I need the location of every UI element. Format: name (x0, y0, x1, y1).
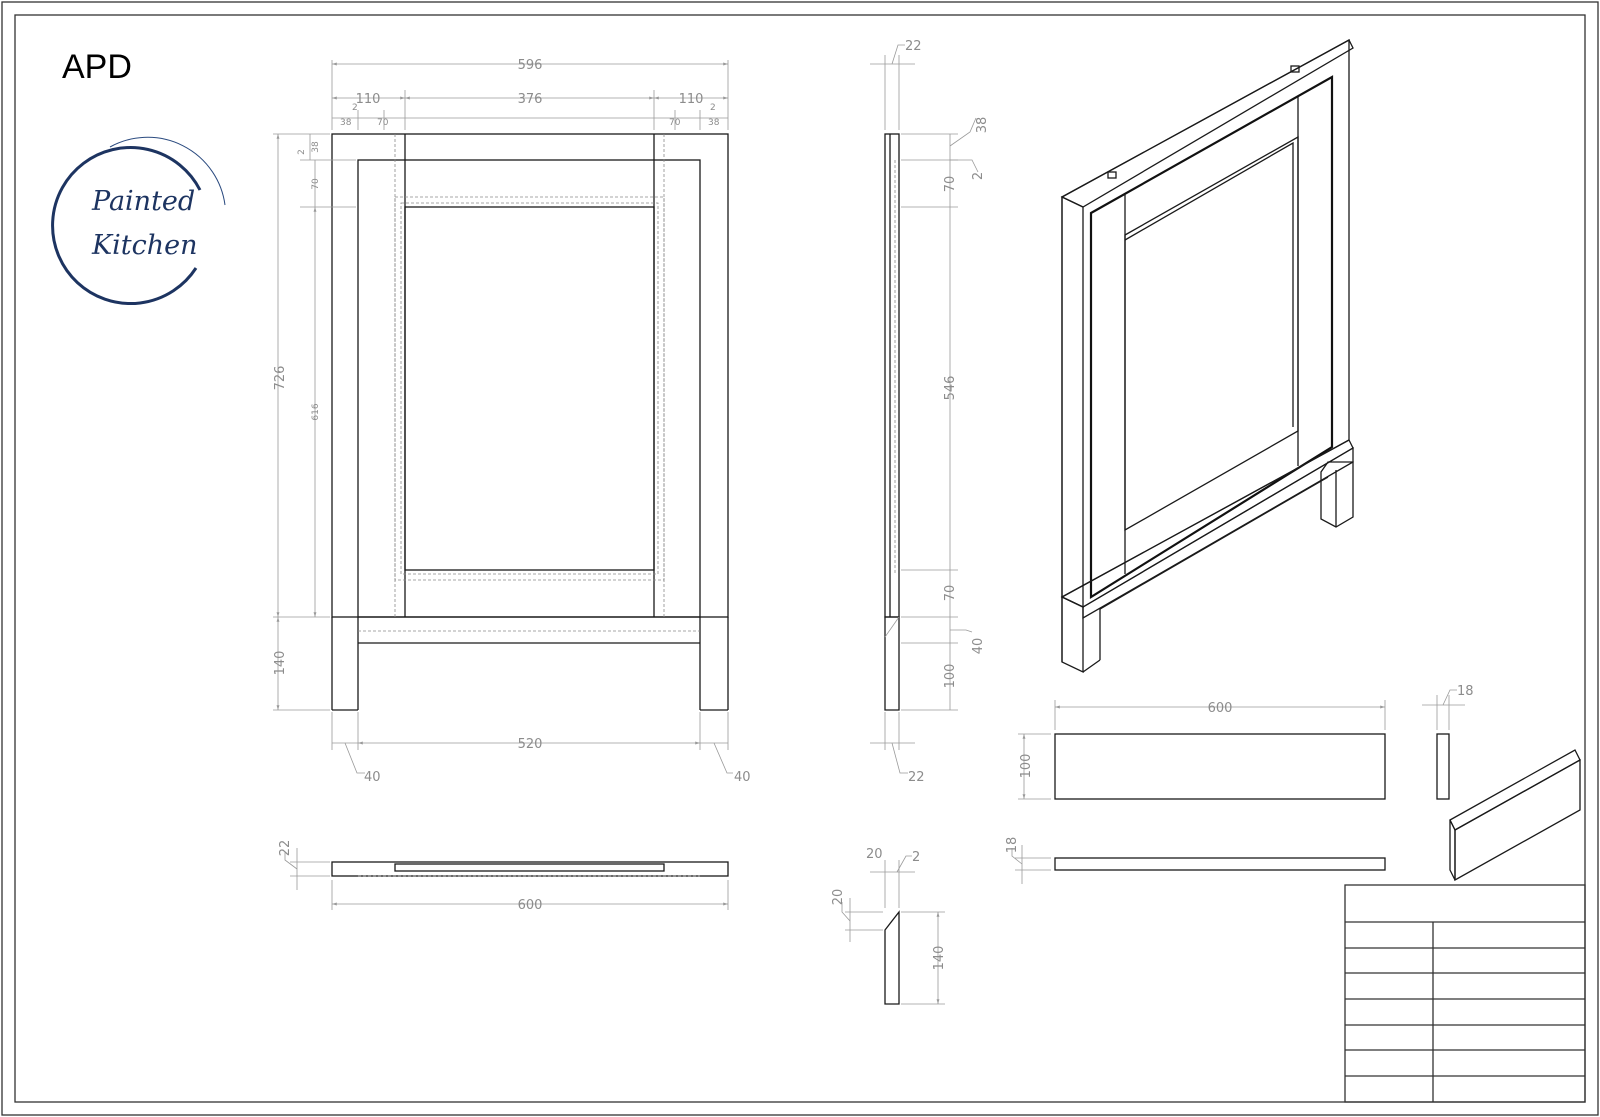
dim-front-stile-left: 110 (356, 92, 381, 107)
dim-board-length: 600 (1208, 701, 1233, 716)
drawing-title: APD (62, 48, 132, 86)
side-plinth-profile (884, 616, 900, 711)
dim-front-top-2: 2 (297, 149, 307, 155)
dim-front-small-2-left: 2 (352, 103, 358, 113)
dim-leg-w20: 20 (866, 847, 883, 862)
dim-board-thickness-plan: 18 (1005, 837, 1020, 854)
dim-side-bottom-40: 40 (971, 638, 986, 655)
dim-front-small-2-right: 2 (710, 103, 716, 113)
dim-plan-width: 600 (518, 898, 543, 913)
dim-front-small-38-right: 38 (708, 118, 720, 128)
plan-view: 22 600 (278, 840, 729, 913)
dim-side-top-70: 70 (943, 176, 958, 193)
dim-front-leg-right: 40 (734, 770, 751, 785)
sheet-inner-border (14, 14, 1586, 1103)
isometric-view (1060, 38, 1354, 674)
painted-kitchen-logo: Painted Kitchen (51, 136, 226, 305)
dim-leg-h20: 20 (831, 889, 846, 906)
dim-front-top-38: 38 (311, 141, 321, 153)
plinth-board-end (1436, 733, 1450, 800)
dim-front-inner-height: 616 (311, 403, 321, 420)
dim-side-bottom-100: 100 (943, 664, 958, 689)
leg-detail: 20 2 20 140 (831, 847, 947, 1005)
dim-side-thickness-bottom: 22 (908, 770, 925, 785)
side-door-profile (884, 133, 900, 618)
dim-board-height: 100 (1019, 754, 1034, 779)
dim-side-panel-546: 546 (943, 376, 958, 401)
dim-front-plinth-height: 140 (273, 651, 288, 676)
plinth-board-front (1054, 733, 1386, 800)
side-view: 22 38 70 2 546 70 40 100 22 (870, 39, 990, 785)
dim-side-thickness-top: 22 (905, 39, 922, 54)
logo-text-painted: Painted (91, 186, 195, 217)
logo-swoosh-arc (51, 146, 202, 305)
door-inner-frame (357, 159, 701, 618)
dim-front-overall-height: 726 (273, 366, 288, 391)
plinth-board-isometric (1449, 749, 1581, 831)
dim-front-stile-right: 110 (679, 92, 704, 107)
dim-leg-w2: 2 (912, 850, 920, 865)
dim-side-top-2: 2 (971, 172, 986, 180)
logo-text-kitchen: Kitchen (91, 230, 198, 261)
leg-profile (884, 910, 900, 1005)
dim-leg-h140: 140 (932, 946, 947, 971)
dim-front-rail-70: 70 (311, 178, 321, 190)
plinth-board-detail: 600 100 18 18 (1005, 684, 1581, 884)
dim-front-panel-width: 376 (518, 92, 543, 107)
dim-front-leg-left: 40 (364, 770, 381, 785)
dim-front-leg-gap: 520 (518, 737, 543, 752)
dim-front-small-70-left: 70 (377, 118, 389, 128)
plinth-board-plan (1054, 857, 1386, 871)
dim-front-overall-width: 596 (518, 58, 543, 73)
dim-plan-depth: 22 (278, 840, 293, 857)
dim-side-top-38: 38 (975, 117, 990, 134)
front-view: 596 110 376 110 2 38 70 70 2 38 726 140 … (273, 58, 751, 785)
title-block (1344, 884, 1586, 1103)
dim-front-small-38-left: 38 (340, 118, 352, 128)
dim-front-small-70-right: 70 (669, 118, 681, 128)
dim-side-bottom-70: 70 (943, 585, 958, 602)
door-panel (404, 206, 655, 571)
dim-board-thickness-side: 18 (1457, 684, 1474, 699)
